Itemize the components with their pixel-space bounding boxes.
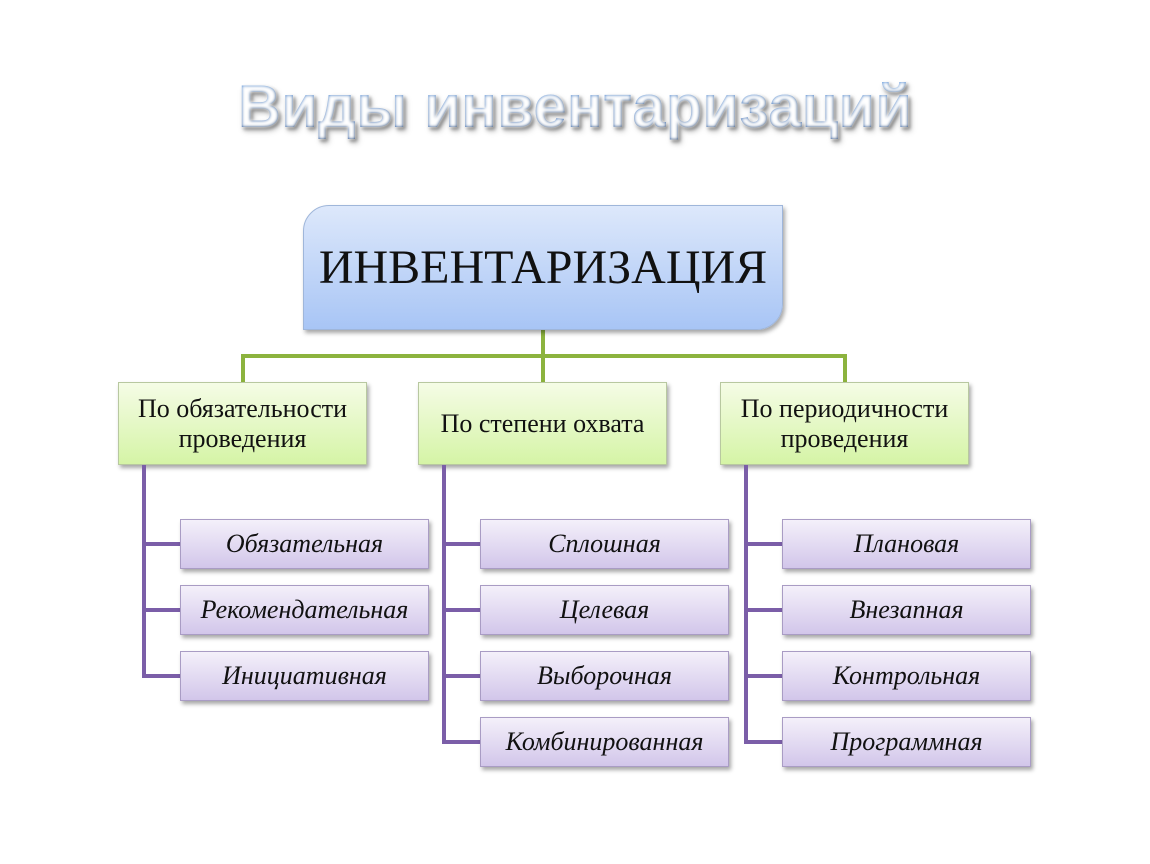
connector <box>442 674 480 678</box>
connector <box>442 740 480 744</box>
leaf-node: Плановая <box>782 519 1031 569</box>
category-node: По обязательности проведения <box>118 382 367 465</box>
leaf-node: Контрольная <box>782 651 1031 701</box>
category-node: По периодичности проведения <box>720 382 969 465</box>
leaf-node: Программная <box>782 717 1031 767</box>
connector <box>142 608 180 612</box>
connector <box>241 354 245 382</box>
connector <box>442 542 480 546</box>
leaf-node: Целевая <box>480 585 729 635</box>
leaf-node: Комбинированная <box>480 717 729 767</box>
connector <box>442 465 446 742</box>
connector <box>744 542 782 546</box>
connector <box>241 354 847 358</box>
category-node: По степени охвата <box>418 382 667 465</box>
connector <box>744 465 748 742</box>
leaf-node: Выборочная <box>480 651 729 701</box>
leaf-node: Обязательная <box>180 519 429 569</box>
connector <box>142 542 180 546</box>
leaf-node: Внезапная <box>782 585 1031 635</box>
leaf-node: Рекомендательная <box>180 585 429 635</box>
connector <box>744 608 782 612</box>
leaf-node: Инициативная <box>180 651 429 701</box>
connector <box>744 674 782 678</box>
leaf-node: Сплошная <box>480 519 729 569</box>
slide-title: Виды инвентаризаций <box>0 72 1150 141</box>
root-node: ИНВЕНТАРИЗАЦИЯ <box>303 205 783 330</box>
connector <box>843 354 847 382</box>
connector <box>142 465 146 676</box>
connector <box>142 674 180 678</box>
connector <box>744 740 782 744</box>
connector <box>442 608 480 612</box>
